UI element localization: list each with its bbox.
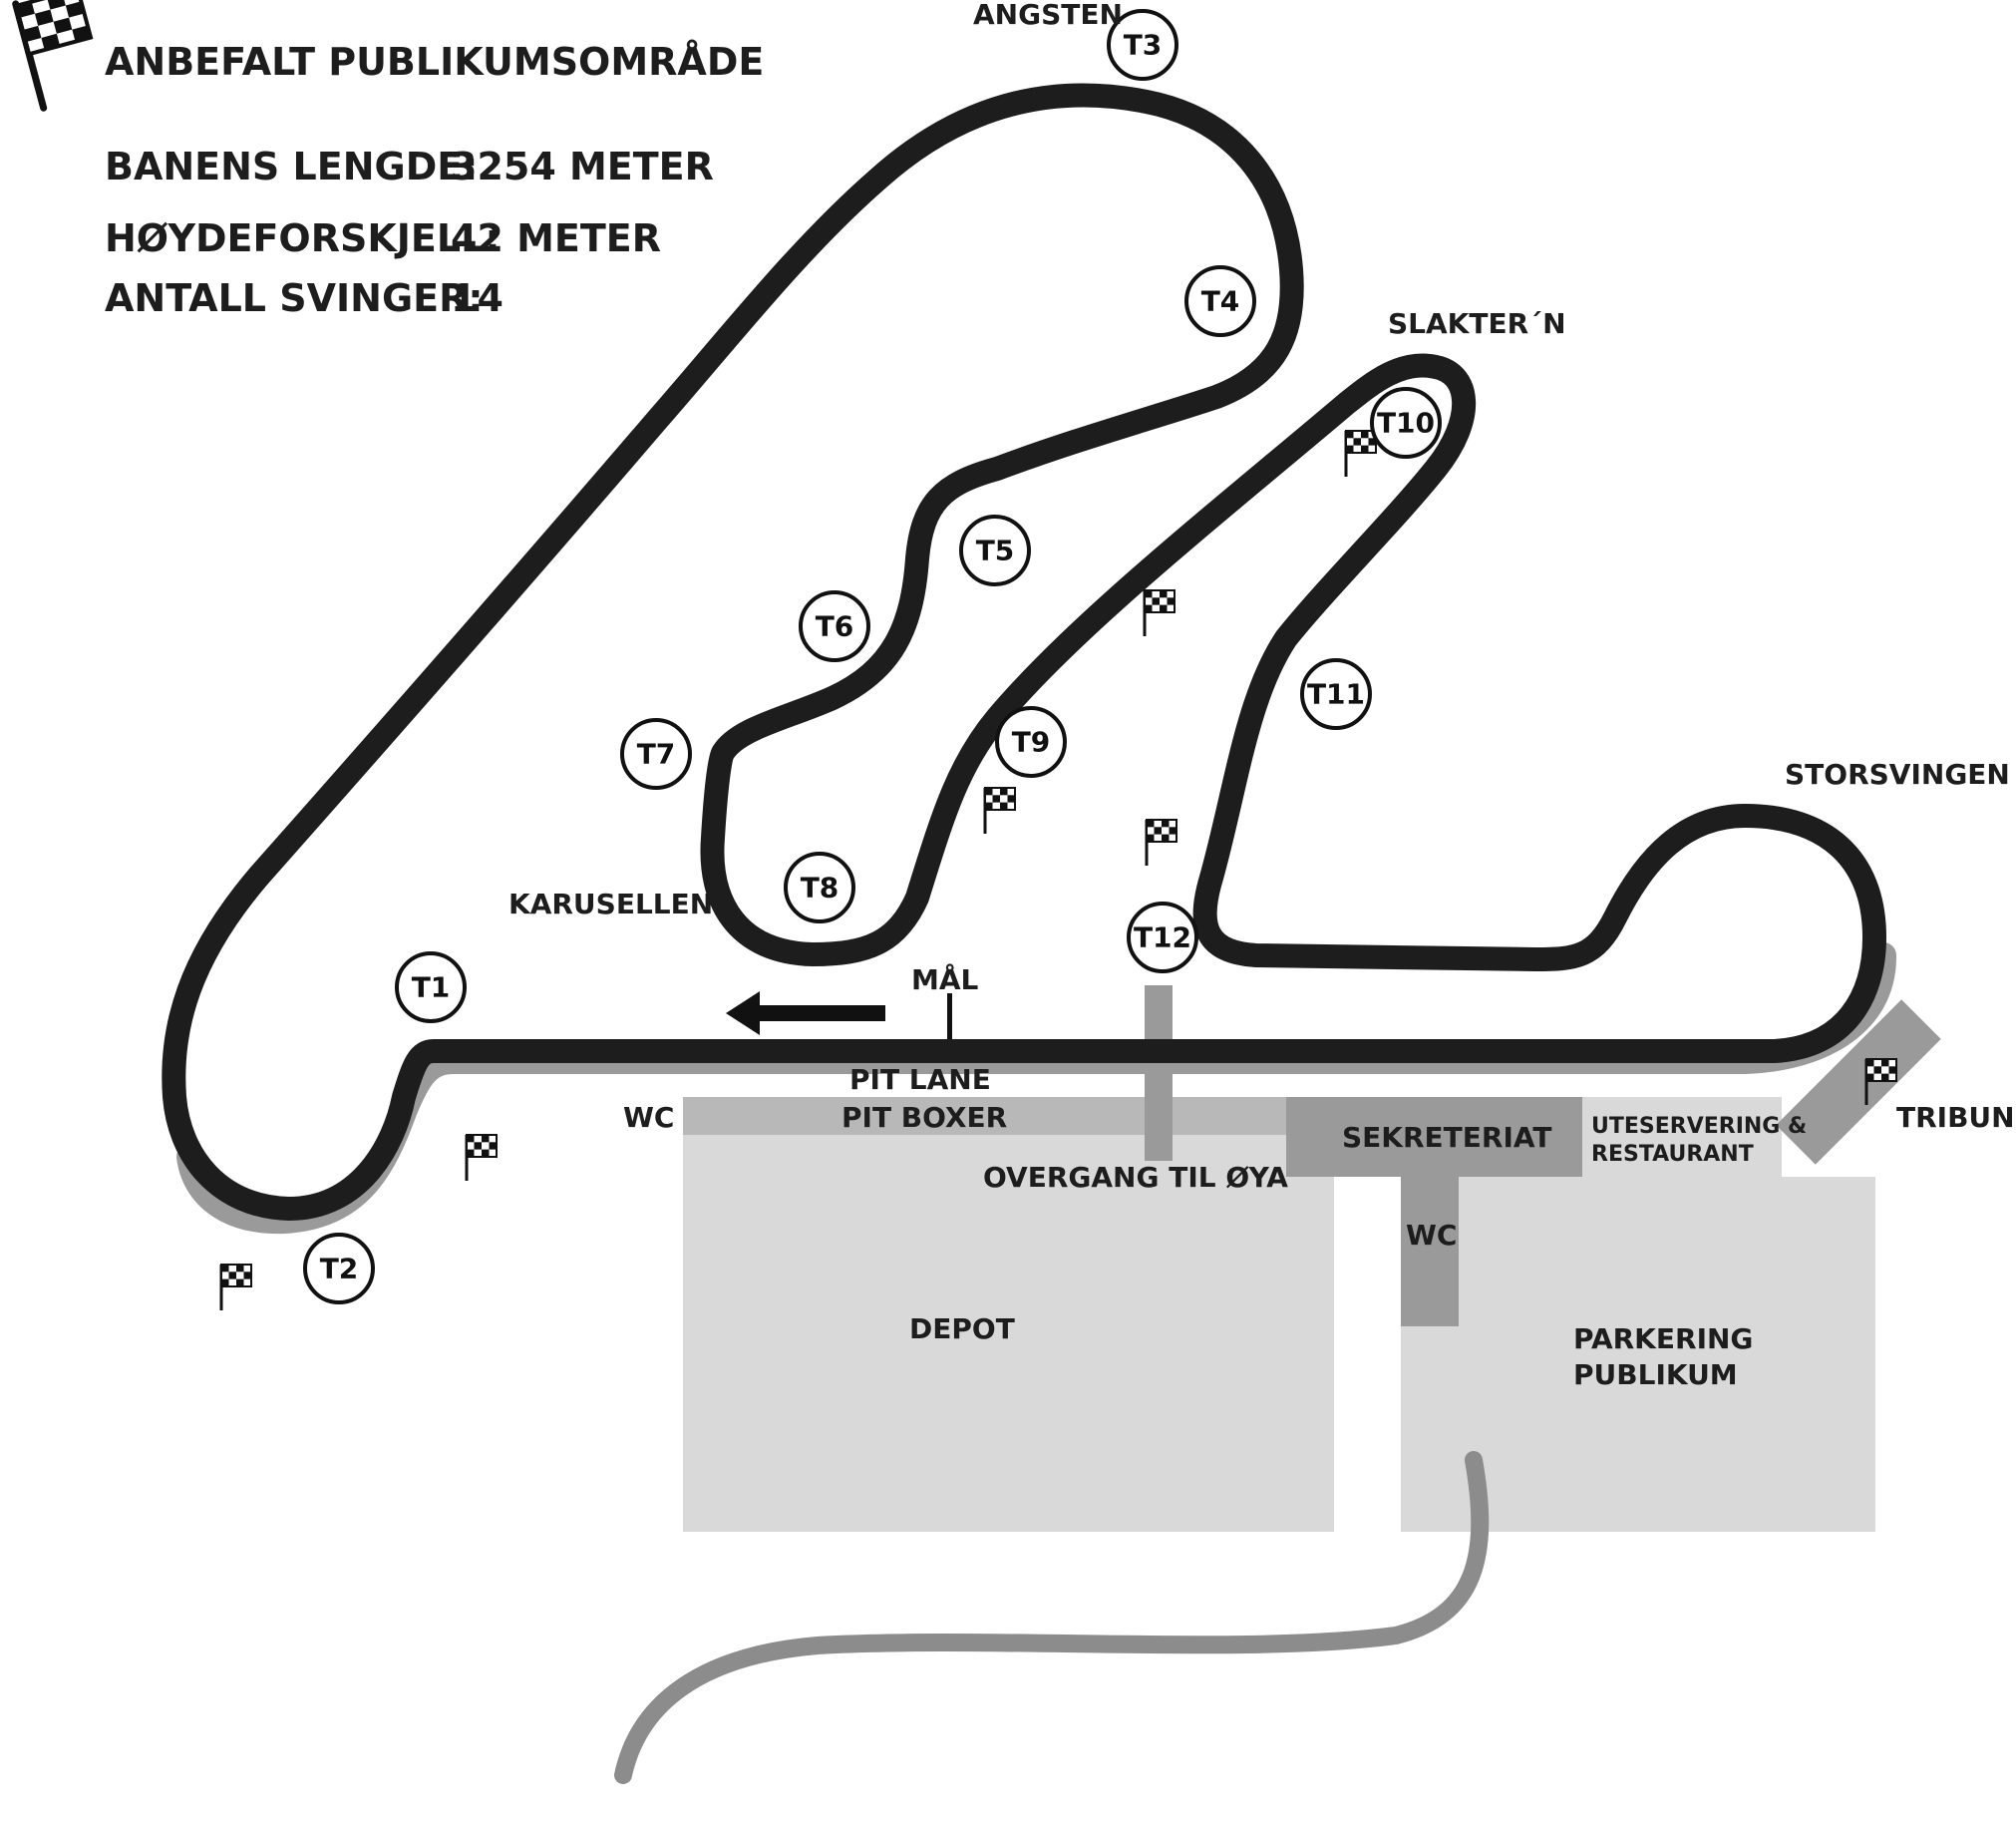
parking-label-line2: PUBLIKUM (1573, 1358, 1738, 1391)
turn-marker-t9: T9 (995, 706, 1067, 778)
track-length-label: BANENS LENGDE: (105, 145, 478, 188)
grandstand-area (1776, 999, 1941, 1165)
corner-name-storsvingen: STORSVINGEN (1785, 758, 2010, 791)
svg-text:T12: T12 (1134, 921, 1191, 954)
depot-label: DEPOT (909, 1312, 1015, 1345)
turn-marker-t10: T10 (1370, 387, 1442, 459)
legend-flag-icon (12, 0, 94, 112)
svg-text:T7: T7 (637, 738, 676, 771)
turn-marker-t12: T12 (1127, 902, 1198, 973)
svg-text:T4: T4 (1201, 285, 1240, 318)
svg-text:T9: T9 (1012, 726, 1051, 759)
svg-text:T6: T6 (816, 610, 854, 643)
race-track (162, 83, 1886, 1221)
restaurant-area (1582, 1097, 1782, 1177)
turn-marker-t2: T2 (303, 1233, 375, 1304)
turn-marker-t3: T3 (1107, 9, 1178, 81)
pit-boxes-label: PIT BOXER (841, 1101, 1007, 1134)
secretariat-area (1286, 1097, 1582, 1177)
spectator-flag-icon (1145, 819, 1177, 866)
pit-boxes-area (683, 1097, 1286, 1135)
track-length-value: 3254 METER (451, 145, 714, 188)
turn-marker-t4: T4 (1184, 265, 1256, 337)
legend-spectator-area-label: ANBEFALT PUBLIKUMSOMRÅDE (105, 40, 764, 84)
wc-patch (1401, 1177, 1459, 1326)
svg-text:T10: T10 (1377, 407, 1435, 440)
svg-text:T2: T2 (320, 1253, 359, 1285)
corner-name-karusellen: KARUSELLEN (508, 888, 713, 920)
spectator-flag-icon (1344, 430, 1377, 477)
corner-name-angsten: ANGSTEN (973, 0, 1123, 31)
turn-marker-t1: T1 (395, 951, 467, 1023)
svg-text:T5: T5 (976, 535, 1015, 567)
depot-area (683, 1135, 1334, 1532)
secretariat-label: SEKRETERIAT (1342, 1121, 1551, 1154)
spectator-flag-icon (1864, 1058, 1897, 1105)
spectator-flag-icon (465, 1134, 498, 1181)
finish-label: MÅL (911, 962, 979, 996)
crossing-label: OVERGANG TIL ØYA (983, 1161, 1288, 1194)
elevation-label: HØYDEFORSKJELL: (105, 216, 501, 260)
svg-text:T1: T1 (412, 971, 451, 1004)
spectator-flag-icon (983, 787, 1016, 834)
spectator-flag-icon (1143, 589, 1176, 636)
corner-name-slaktern: SLAKTER´N (1388, 307, 1566, 340)
grandstand-label: TRIBUNE (1896, 1101, 2016, 1134)
parking-label-line1: PARKERING (1573, 1322, 1753, 1355)
turn-marker-t5: T5 (959, 515, 1031, 586)
turn-count-label: ANTALL SVINGER: (105, 276, 484, 320)
restaurant-label-line1: UTESERVERING & (1591, 1114, 1807, 1139)
turn-marker-t11: T11 (1300, 658, 1372, 730)
turn-count-value: 14 (451, 276, 504, 320)
restaurant-label-line2: RESTAURANT (1591, 1142, 1754, 1167)
elevation-value: 42 METER (451, 216, 661, 260)
turn-marker-t6: T6 (799, 590, 870, 662)
finish-line-marker (947, 993, 952, 1039)
wc-label-center: WC (1406, 1219, 1457, 1252)
svg-text:T11: T11 (1307, 678, 1365, 711)
svg-text:T8: T8 (801, 872, 840, 905)
spectator-flag-icon (219, 1264, 252, 1310)
pit-lane-label: PIT LANE (849, 1063, 991, 1096)
turn-marker-t7: T7 (620, 718, 692, 790)
wc-label-left: WC (623, 1101, 674, 1134)
direction-arrow (726, 991, 885, 1035)
svg-text:T3: T3 (1124, 29, 1163, 62)
turn-marker-t8: T8 (784, 852, 855, 923)
access-road (614, 1451, 1490, 1784)
